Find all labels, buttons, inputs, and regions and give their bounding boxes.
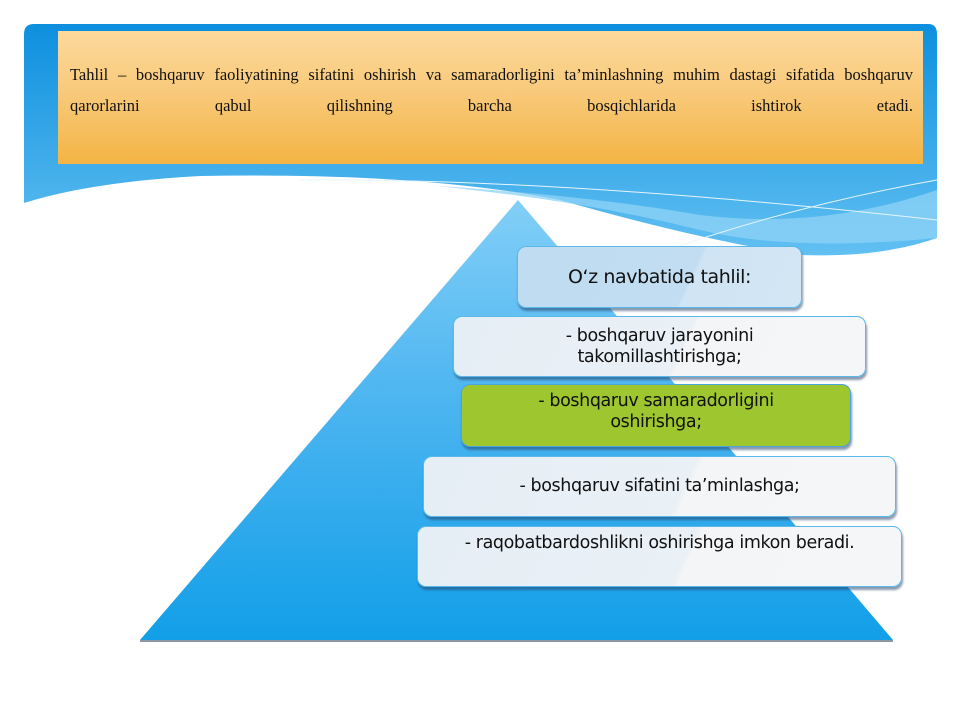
intro-text: Tahlil – boshqaruv faoliyatining sifatin… xyxy=(70,65,913,115)
pyramid-item-text: - boshqaruv jarayonini takomillashtirish… xyxy=(565,325,754,367)
pyramid-item-card: - raqobatbardoshlikni oshirishga imkon b… xyxy=(417,526,902,587)
pyramid-heading: O‘z navbatida tahlil: xyxy=(567,265,752,288)
intro-box: Tahlil – boshqaruv faoliyatining sifatin… xyxy=(58,31,923,164)
pyramid-heading-card: O‘z navbatida tahlil: xyxy=(517,246,802,308)
pyramid-item-card-highlighted: - boshqaruv samaradorligini oshirishga; xyxy=(461,384,851,447)
pyramid-item-text: - boshqaruv sifatini ta’minlashga; xyxy=(519,476,800,496)
pyramid-item-card: - boshqaruv sifatini ta’minlashga; xyxy=(423,456,896,517)
pyramid-item-text: - raqobatbardoshlikni oshirishga imkon b… xyxy=(464,533,855,553)
pyramid-item-text: - boshqaruv samaradorligini oshirishga; xyxy=(538,391,774,432)
pyramid-item-card: - boshqaruv jarayonini takomillashtirish… xyxy=(453,316,866,377)
